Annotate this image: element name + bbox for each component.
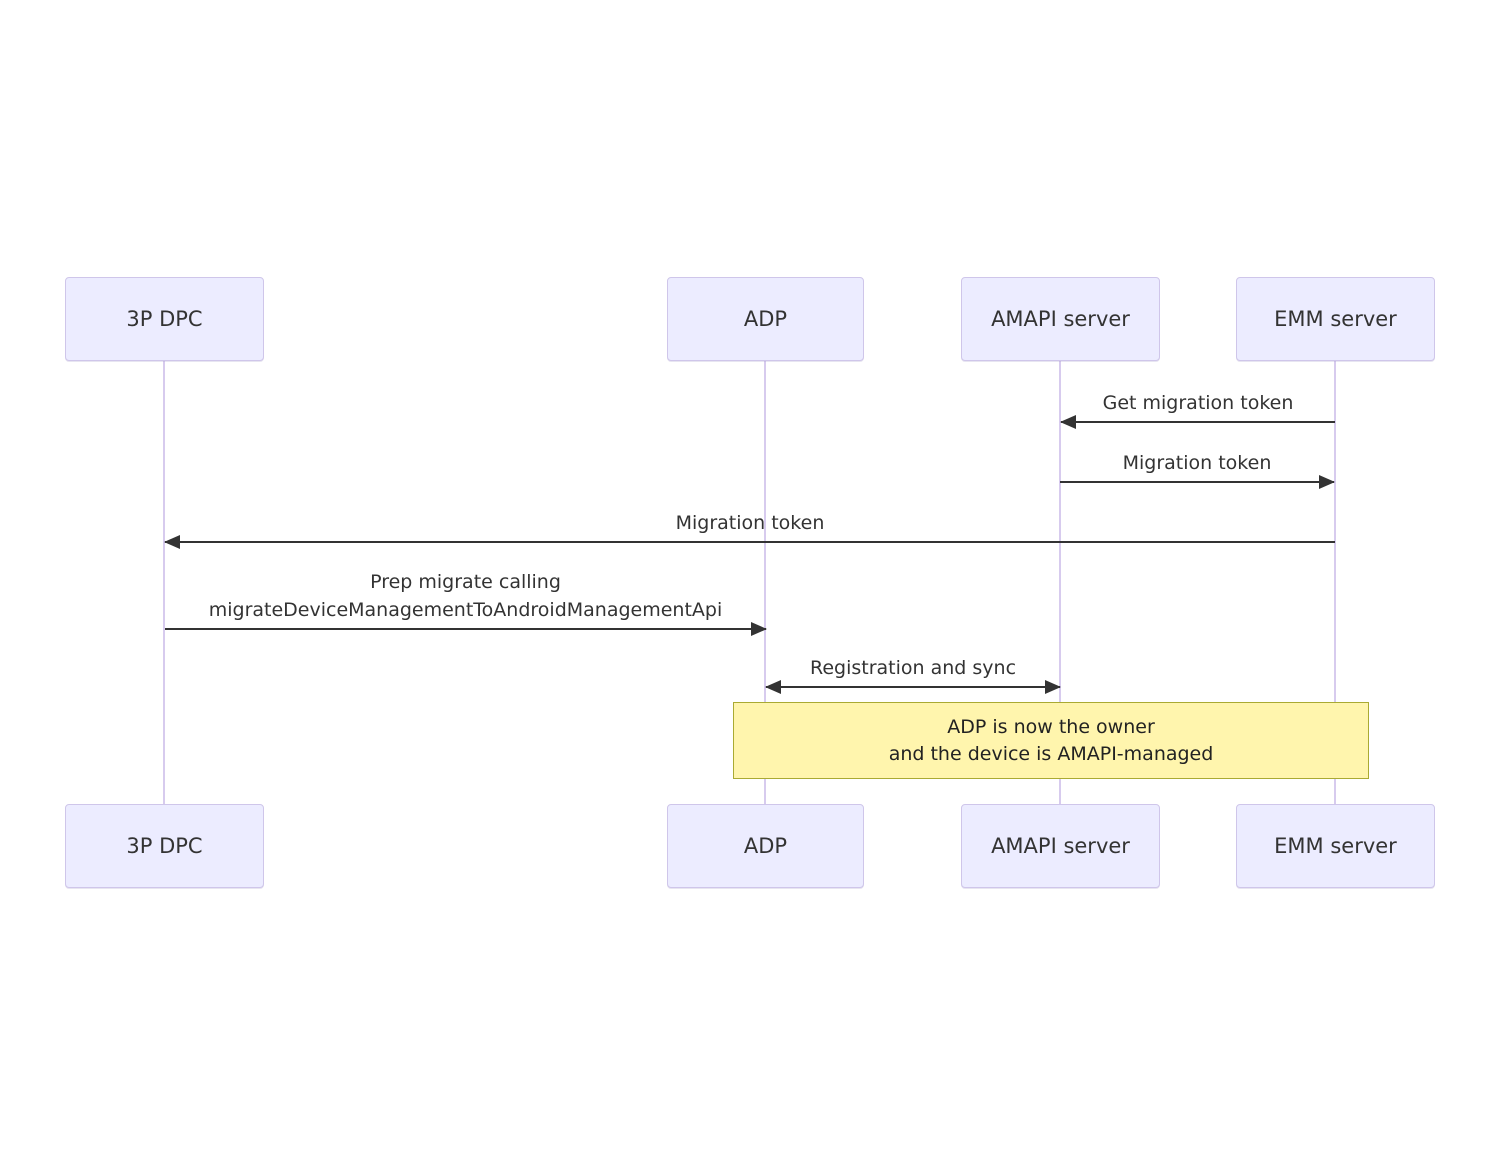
actor-box-amapi-server-top: AMAPI server: [961, 277, 1160, 361]
message-line: [1060, 415, 1335, 429]
lifeline-amapi-server: [1059, 361, 1061, 804]
lifeline-3p-dpc: [163, 361, 165, 804]
actor-box-3p-dpc-top: 3P DPC: [65, 277, 264, 361]
message-migration-token-to-3p-dpc: Migration token: [164, 509, 1335, 549]
actor-label: EMM server: [1274, 834, 1397, 858]
actor-box-3p-dpc-bottom: 3P DPC: [65, 804, 264, 888]
actor-label: ADP: [743, 307, 788, 331]
message-label: Migration token: [1122, 452, 1272, 474]
note-line1: ADP is now the owner: [947, 716, 1155, 738]
message-prep-migrate: Prep migrate calling migrateDeviceManage…: [165, 568, 767, 636]
message-label-line2: migrateDeviceManagementToAndroidManageme…: [208, 599, 723, 621]
message-get-migration-token: Get migration token: [1060, 389, 1335, 429]
arrowhead-left-icon: [1060, 415, 1076, 429]
actor-box-adp-bottom: ADP: [667, 804, 864, 888]
message-migration-token-to-emm: Migration token: [1060, 449, 1335, 489]
message-label: Get migration token: [1102, 392, 1294, 414]
message-line: [1060, 475, 1335, 489]
note-adp-owner: ADP is now the owner and the device is A…: [733, 702, 1369, 779]
actor-label: ADP: [743, 834, 788, 858]
arrowhead-left-icon: [164, 535, 180, 549]
lifeline-adp: [764, 361, 766, 804]
message-label-line1: Prep migrate calling: [370, 571, 561, 593]
message-label: Registration and sync: [809, 657, 1017, 679]
arrowhead-left-icon: [765, 680, 781, 694]
message-registration-and-sync: Registration and sync: [765, 654, 1061, 694]
lifeline-emm-server: [1334, 361, 1336, 804]
actor-label: 3P DPC: [126, 307, 203, 331]
message-line: [164, 535, 1335, 549]
actor-label: AMAPI server: [991, 834, 1130, 858]
actor-box-emm-server-top: EMM server: [1236, 277, 1435, 361]
arrowhead-right-icon: [751, 622, 767, 636]
arrowhead-right-icon: [1045, 680, 1061, 694]
message-label: Migration token: [675, 512, 825, 534]
actor-box-emm-server-bottom: EMM server: [1236, 804, 1435, 888]
message-line: [165, 622, 767, 636]
actor-label: AMAPI server: [991, 307, 1130, 331]
arrowhead-right-icon: [1319, 475, 1335, 489]
actor-label: EMM server: [1274, 307, 1397, 331]
note-line2: and the device is AMAPI-managed: [888, 743, 1214, 765]
actor-box-adp-top: ADP: [667, 277, 864, 361]
actor-label: 3P DPC: [126, 834, 203, 858]
actor-box-amapi-server-bottom: AMAPI server: [961, 804, 1160, 888]
message-line: [765, 680, 1061, 694]
